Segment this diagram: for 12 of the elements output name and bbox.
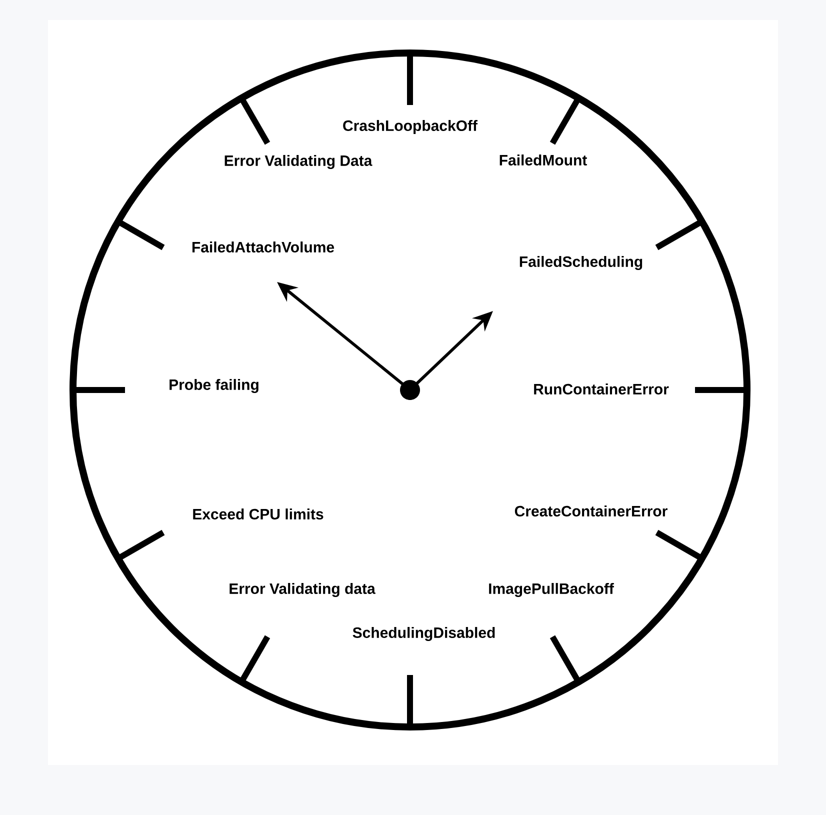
error-label: RunContainerError <box>534 384 669 394</box>
error-label: FailedMount <box>500 154 587 166</box>
error-label: FailedScheduling <box>520 256 642 270</box>
error-label: CrashLoopbackOff <box>343 120 478 134</box>
error-label: Error Validating data <box>230 582 376 598</box>
error-label: SchedulingDisabled <box>352 626 495 642</box>
error-label: CreateContainerError <box>514 506 668 516</box>
error-label: Probe failing <box>170 378 258 394</box>
error-label: Exceed CPU limits <box>193 508 324 520</box>
error-label: Error Validating Data <box>224 154 372 170</box>
error-label: ImagePullBackoff <box>489 582 614 598</box>
error-label: FailedAttachVolume <box>192 242 334 252</box>
